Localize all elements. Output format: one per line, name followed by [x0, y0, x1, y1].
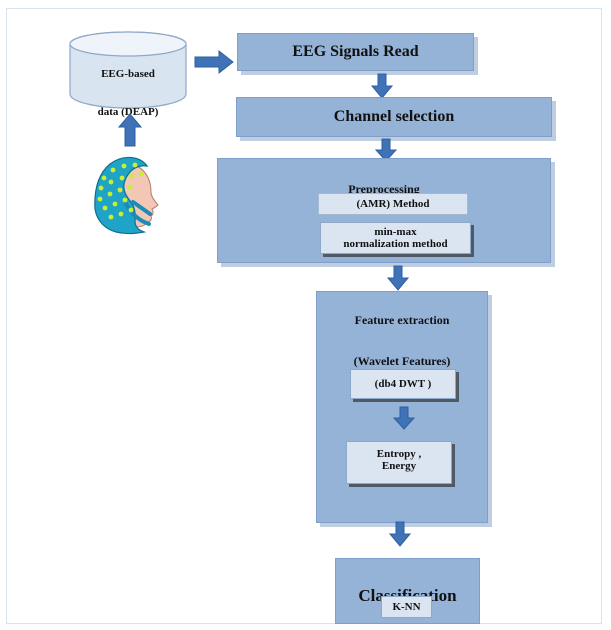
down-arrow-icon — [374, 138, 398, 162]
db4-dwt-box: (db4 DWT ) — [350, 369, 456, 399]
feature-extraction-title-line2: (Wavelet Features) — [353, 354, 451, 369]
amr-method-label: (AMR) Method — [356, 198, 430, 210]
entropy-energy-box: Entropy , Energy — [346, 441, 452, 484]
feature-extraction-title: Feature extraction (Wavelet Features) — [317, 300, 487, 369]
feature-extraction-box: Feature extraction (Wavelet Features) — [316, 291, 488, 523]
feature-extraction-title-line1: Feature extraction — [354, 312, 450, 327]
knn-box: K-NN — [381, 596, 432, 618]
db4-dwt-label: (db4 DWT ) — [374, 378, 432, 390]
minmax-label-line2: normalization method — [343, 238, 448, 250]
minmax-normalization-box: min-max normalization method — [320, 222, 471, 254]
amr-method-box: (AMR) Method — [318, 193, 468, 215]
channel-selection-box: Channel selection — [236, 97, 552, 137]
down-arrow-icon — [370, 73, 394, 99]
entropy-energy-line1: Entropy , — [376, 448, 422, 460]
down-arrow-icon — [392, 406, 416, 430]
eeg-signals-read-label: EEG Signals Read — [292, 43, 419, 60]
right-arrow-icon — [194, 49, 234, 75]
up-arrow-icon — [117, 113, 143, 147]
eeg-signals-read-box: EEG Signals Read — [237, 33, 474, 71]
down-arrow-icon — [386, 265, 410, 291]
entropy-energy-line2: Energy — [381, 460, 417, 472]
down-arrow-icon — [388, 521, 412, 547]
database-label: EEG-based data (DEAP) — [73, 55, 183, 118]
preprocessing-title: Preprocessing — [218, 169, 550, 197]
channel-selection-label: Channel selection — [333, 108, 455, 125]
eeg-cap-head-icon — [94, 156, 159, 235]
database-label-line1: EEG-based — [101, 67, 155, 80]
knn-label: K-NN — [392, 601, 421, 613]
minmax-label-line1: min-max — [374, 226, 417, 238]
preprocessing-title-text: Preprocessing — [348, 181, 420, 196]
database-cylinder-icon — [69, 31, 187, 109]
